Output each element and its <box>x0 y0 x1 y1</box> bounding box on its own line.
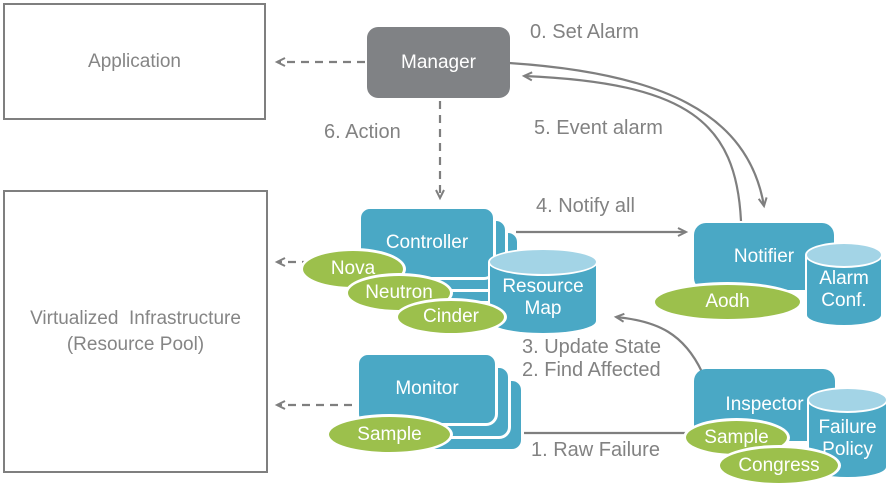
aodh-label: Aodh <box>705 291 750 312</box>
failure-policy-label-line1: Failure <box>818 416 877 438</box>
resource-map-label-line2: Map <box>524 297 562 319</box>
resource-map-label-line1: Resource <box>502 275 584 297</box>
flow-label-action: 6. Action <box>324 121 401 143</box>
notifier-label: Notifier <box>733 245 795 267</box>
alarm-conf-label-line1: Alarm <box>819 268 869 289</box>
cinder-label: Cinder <box>423 306 479 327</box>
flow-label-event-alarm: 5. Event alarm <box>534 117 663 139</box>
resource-map-datastore: Resource Map <box>488 248 598 335</box>
congress-label: Congress <box>738 454 820 476</box>
cinder-ellipse: Cinder <box>395 298 507 336</box>
failure-policy-datastore: Failure Policy <box>807 387 888 479</box>
virtualized-infrastructure-label-line1: Virtualized Infrastructure <box>30 307 241 329</box>
monitor-label: Monitor <box>395 378 459 399</box>
congress-ellipse: Congress <box>717 445 841 486</box>
virtualized-infrastructure-label-line2: (Resource Pool) <box>66 333 205 355</box>
monitor-sample-label: Sample <box>357 423 422 445</box>
flow-label-find-affected: 2. Find Affected <box>522 359 661 381</box>
aodh-ellipse: Aodh <box>652 282 803 322</box>
alarm-conf-datastore: Alarm Conf. <box>805 242 883 327</box>
failure-policy-body: Failure Policy <box>807 400 888 479</box>
manager-node: Manager <box>367 27 510 98</box>
flow-label-set-alarm: 0. Set Alarm <box>530 21 639 43</box>
alarm-conf-top <box>805 242 883 268</box>
alarm-conf-label-line2: Conf. <box>821 290 867 311</box>
application-box: Application <box>3 3 266 120</box>
arrow-inspector-to-resource-map <box>613 312 703 373</box>
arrow-event-alarm-notifier-to-manager <box>521 71 743 222</box>
controller-label: Controller <box>385 232 469 253</box>
flow-label-raw-failure: 1. Raw Failure <box>531 439 660 461</box>
nova-label: Nova <box>330 258 376 279</box>
virtualized-infrastructure-box: Virtualized Infrastructure (Resource Poo… <box>3 190 268 473</box>
flow-label-update-state: 3. Update State <box>522 336 661 358</box>
failure-policy-top <box>807 387 888 413</box>
resource-map-top <box>488 248 598 276</box>
alarm-conf-body: Alarm Conf. <box>805 255 883 327</box>
application-label: Application <box>88 50 181 72</box>
neutron-label: Neutron <box>365 282 433 303</box>
inspector-sample-label: Sample <box>704 426 769 448</box>
failure-policy-label-line2: Policy <box>822 438 873 460</box>
arrow-set-alarm-manager-to-notifier <box>508 61 768 209</box>
flow-label-notify-all: 4. Notify all <box>536 195 635 217</box>
manager-label: Manager <box>401 51 476 73</box>
monitor-sample-ellipse: Sample <box>326 414 453 455</box>
inspector-label: Inspector <box>725 394 804 415</box>
